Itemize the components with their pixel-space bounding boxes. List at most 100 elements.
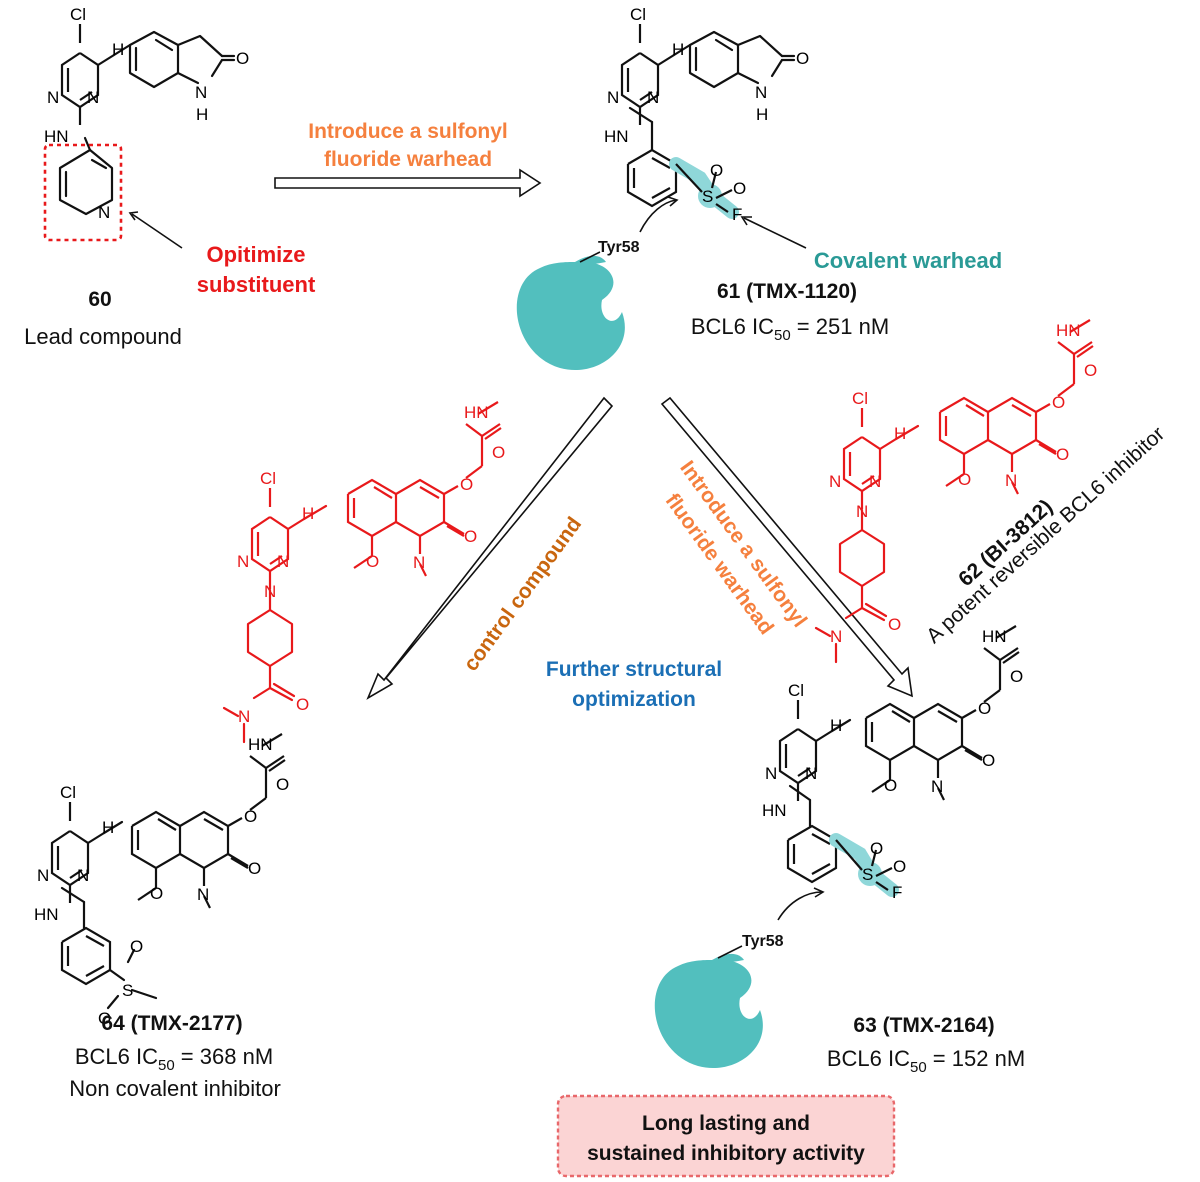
sulfonyl-fluoride-warhead-63 <box>829 833 899 897</box>
optimize-arrow <box>128 211 183 249</box>
compound-61-name: 61 (TMX-1120) <box>717 280 857 303</box>
atom-o: O <box>276 775 289 794</box>
atom-hn: HN <box>982 627 1007 646</box>
compound-63-ic50: BCL6 IC50 = 152 nM <box>827 1046 1025 1076</box>
atom-o: O <box>888 615 901 634</box>
atom-o: O <box>150 884 163 903</box>
atom-n: N <box>264 582 276 601</box>
atom-hn: HN <box>762 801 787 820</box>
atom-o: O <box>236 49 249 68</box>
atom-o: O <box>1084 361 1097 380</box>
bcl6-protein-icon <box>516 196 679 371</box>
compound-60-description: Lead compound <box>24 324 182 349</box>
compound-60-atoms: Cl H N N HN O N H N <box>44 5 249 222</box>
compound-62-atoms: Cl H N N N O O HN O N O O N <box>829 321 1097 646</box>
atom-o: O <box>982 751 995 770</box>
atom-h: H <box>112 40 124 59</box>
atom-o: O <box>893 857 906 876</box>
atom-n: N <box>1005 471 1017 490</box>
compound-62-description: A potent reversible BCL6 inhibitor <box>922 422 1169 648</box>
atom-s: S <box>122 981 133 1000</box>
compound-63-name: 63 (TMX-2164) <box>853 1014 994 1037</box>
compound-63-structure <box>778 624 1021 884</box>
atom-n: N <box>829 472 841 491</box>
compound-60-number: 60 <box>88 288 111 311</box>
atom-o: O <box>464 527 477 546</box>
atom-o: O <box>884 776 897 795</box>
covalent-warhead-label: Covalent warhead <box>814 248 1002 273</box>
bcl6-protein-icon-bottom <box>654 887 825 1069</box>
atom-n: N <box>197 885 209 904</box>
atom-cl: Cl <box>70 5 86 24</box>
compound-62-structure <box>814 318 1095 664</box>
atom-n: N <box>98 203 110 222</box>
long-lasting-callout-box <box>556 1094 896 1178</box>
covalent-warhead-arrow <box>740 216 807 249</box>
atom-n: N <box>755 83 767 102</box>
compound-63-atoms: Cl H N N HN O O HN O N O S O O F <box>762 627 1023 902</box>
atom-n: N <box>830 627 842 646</box>
atom-o: O <box>733 179 746 198</box>
atom-o: O <box>460 475 473 494</box>
atom-s: S <box>862 865 873 884</box>
atom-n: N <box>277 552 289 571</box>
compound-64-structure <box>50 732 287 1010</box>
control-compound-structure <box>222 400 503 744</box>
atom-n: N <box>195 83 207 102</box>
atom-h: H <box>196 105 208 124</box>
atom-n: N <box>647 88 659 107</box>
compound-64-ic50: BCL6 IC50 = 368 nM <box>75 1044 273 1074</box>
atom-o: O <box>98 1009 111 1028</box>
atom-s: S <box>702 187 713 206</box>
optimize-label-line1: Opitimize <box>206 242 305 267</box>
atom-o: O <box>492 443 505 462</box>
atom-o: O <box>244 807 257 826</box>
atom-h: H <box>830 716 842 735</box>
atom-n: N <box>869 472 881 491</box>
control-compound-atoms: Cl H N N N O O HN O N O O N <box>237 403 505 726</box>
atom-hn: HN <box>248 735 273 754</box>
atom-h: H <box>756 105 768 124</box>
atom-n: N <box>413 553 425 572</box>
further-optimization-line2: optimization <box>572 688 696 711</box>
long-lasting-line1: Long lasting and <box>642 1112 810 1135</box>
atom-f: F <box>892 883 902 902</box>
tyr58-label-bottom: Tyr58 <box>742 933 784 950</box>
introduce-warhead-label-line2: fluoride warhead <box>324 148 492 171</box>
atom-hn: HN <box>44 127 69 146</box>
compound-60-structure <box>43 22 236 242</box>
atom-hn: HN <box>464 403 489 422</box>
atom-o: O <box>296 695 309 714</box>
introduce-warhead-label-line1: Introduce a sulfonyl <box>308 120 508 143</box>
atom-n: N <box>765 764 777 783</box>
atom-hn: HN <box>1056 321 1081 340</box>
compound-61-atoms: Cl H N N HN O N H S O O F <box>604 5 809 224</box>
atom-n: N <box>805 764 817 783</box>
atom-o: O <box>130 937 143 956</box>
atom-n: N <box>37 866 49 885</box>
atom-cl: Cl <box>60 783 76 802</box>
tyr58-label-top: Tyr58 <box>598 239 640 256</box>
atom-hn: HN <box>34 905 59 924</box>
compound-61-ic50: BCL6 IC50 = 251 nM <box>691 314 889 344</box>
further-optimization-line1: Further structural <box>546 658 722 681</box>
atom-h: H <box>102 818 114 837</box>
atom-o: O <box>248 859 261 878</box>
atom-n: N <box>931 777 943 796</box>
atom-n: N <box>856 502 868 521</box>
atom-n: N <box>238 707 250 726</box>
atom-cl: Cl <box>630 5 646 24</box>
hollow-arrow-diagonal-right <box>660 396 913 698</box>
atom-o: O <box>1056 445 1069 464</box>
atom-o: O <box>366 552 379 571</box>
atom-o: O <box>978 699 991 718</box>
atom-cl: Cl <box>260 469 276 488</box>
atom-n: N <box>77 866 89 885</box>
long-lasting-line2: sustained inhibitory activity <box>587 1142 865 1165</box>
compound-61-structure <box>620 22 796 208</box>
atom-f: F <box>732 205 742 224</box>
atom-n: N <box>607 88 619 107</box>
control-compound-label: control compound <box>459 513 586 676</box>
sulfonyl-fluoride-warhead-61 <box>669 157 739 219</box>
atom-h: H <box>302 504 314 523</box>
